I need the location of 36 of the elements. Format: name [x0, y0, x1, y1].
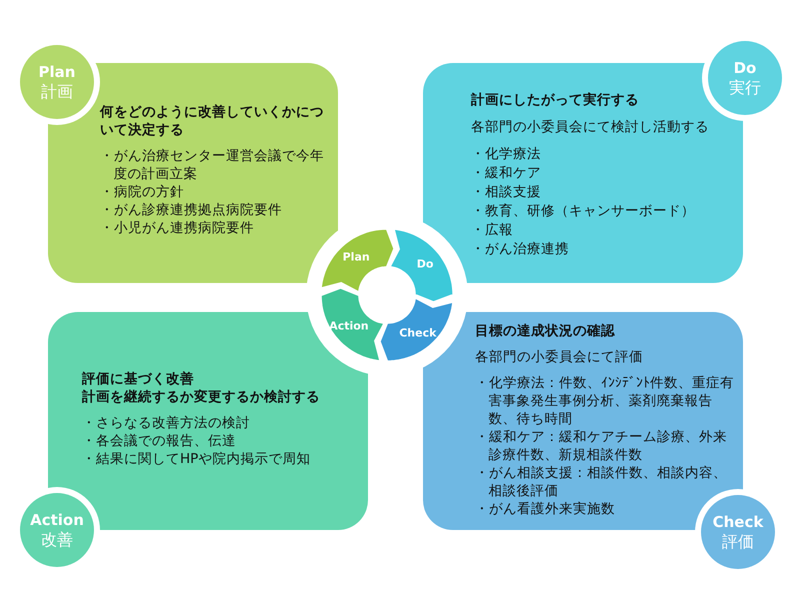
bullet-item: ・病院の方針 [100, 183, 185, 201]
cycle-label: Check [399, 326, 436, 340]
panel-heading: 計画にしたがって実行する [471, 91, 640, 110]
panel-subheading: 各部門の小委員会にて評価 [475, 348, 644, 366]
bullet-item: ・小児がん連携病院要件 [100, 219, 255, 237]
bullet-item: ・化学療法 [471, 145, 542, 164]
cycle-label: Plan [342, 250, 370, 264]
panel-subheading: 各部門の小委員会にて検討し活動する [471, 118, 710, 137]
bullet-item: ・がん治療連携 [471, 240, 570, 259]
bullet-item: ・がん診療連携拠点病院要件 [100, 201, 283, 219]
panel-heading: 計画を継続するか変更するか検討する [82, 388, 321, 406]
bullet-item: ・がん看護外来実施数 [475, 500, 616, 518]
bullet-item: ・がん相談支援：相談件数、相談内容、相談後評価 [475, 464, 728, 500]
bullet-item: ・さらなる改善方法の検討 [82, 414, 251, 432]
phase-name: Do [734, 58, 756, 78]
phase-name-japanese: 計画 [41, 82, 73, 102]
bullet-item: ・がん治療センター運営会議で今年度の計画立案 [100, 147, 325, 183]
bullet-item: ・相談支援 [471, 183, 542, 202]
bullet-item: ・教育、研修（キャンサーボード） [471, 202, 696, 221]
phase-name: Plan [38, 62, 76, 82]
bullet-item: ・広報 [471, 221, 514, 240]
phase-name-japanese: 評価 [722, 532, 754, 552]
bullet-item: ・緩和ケア [471, 164, 542, 183]
panel-heading: 何をどのように改善していくかについて決定する [100, 103, 325, 139]
cycle-label: Do [416, 258, 434, 271]
phase-name-japanese: 改善 [41, 530, 73, 550]
phase-name: Action [30, 510, 84, 530]
phase-name-japanese: 実行 [729, 78, 761, 98]
bullet-item: ・緩和ケア：緩和ケアチーム診療、外来診療件数、新規相談件数 [475, 428, 728, 464]
bullet-item: ・各会議での報告、伝達 [82, 432, 237, 450]
panel-heading: 評価に基づく改善 [82, 370, 195, 388]
cycle-label: Action [329, 319, 369, 332]
panel-heading: 目標の達成状況の確認 [475, 322, 616, 340]
phase-name: Check [712, 512, 764, 532]
bullet-item: ・化学療法：件数、ｲﾝｼﾃﾞﾝﾄ件数、重症有害事象発生事例分析、薬剤廃棄報告数、待ち時間 [475, 374, 735, 428]
bullet-item: ・結果に関してHPや院内掲示で周知 [82, 450, 312, 468]
